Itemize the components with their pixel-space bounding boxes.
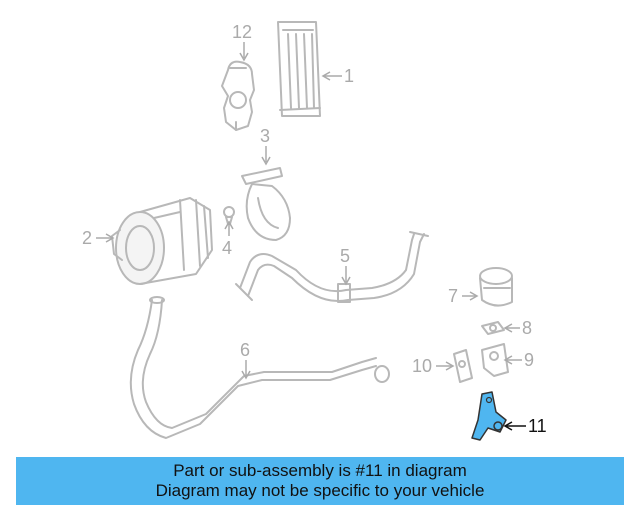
leader-10-arrow (445, 361, 455, 371)
parts-diagram: 12 1 3 4 2 (82, 21, 547, 441)
callout-10: 10 (412, 356, 432, 376)
callout-7: 7 (448, 286, 458, 306)
callout-8: 8 (522, 318, 532, 338)
leader-11-arrow (503, 421, 513, 431)
callout-4: 4 (222, 238, 232, 258)
part-12-valve (221, 60, 255, 131)
leader-2-arrow (105, 233, 115, 243)
leader-1-arrow (321, 71, 331, 81)
callout-5: 5 (340, 246, 350, 266)
part-3-bracket (241, 167, 291, 241)
part-8-gasket (481, 321, 505, 335)
callout-2: 2 (82, 228, 92, 248)
part-7-housing (479, 267, 513, 307)
banner-line-part: Part or sub-assembly is #11 in diagram (173, 461, 467, 480)
leader-6-arrow (241, 370, 251, 380)
callout-9: 9 (524, 350, 534, 370)
callout-6: 6 (240, 340, 250, 360)
part-6-hose (129, 296, 390, 439)
callout-12: 12 (232, 22, 252, 42)
part-5-hose (235, 231, 429, 303)
callout-11: 11 (528, 416, 547, 436)
part-11-bracket-highlighted (471, 391, 507, 441)
leader-5-arrow (341, 276, 351, 286)
leader-4-arrow (224, 220, 234, 230)
part-1-canister (277, 21, 321, 117)
banner-line-disclaimer: Diagram may not be specific to your vehi… (155, 481, 485, 500)
leader-7-arrow (469, 291, 479, 301)
info-banner: Part or sub-assembly is #11 in diagram D… (16, 457, 624, 505)
leader-3-arrow (261, 156, 271, 166)
leader-9-arrow (503, 355, 513, 365)
part-10-bracket (453, 349, 473, 383)
callout-1: 1 (344, 66, 354, 86)
callout-3: 3 (260, 126, 270, 146)
leader-12-arrow (239, 52, 249, 62)
leader-8-arrow (503, 323, 513, 333)
part-2-air-pump (111, 197, 213, 285)
part-9-flange (481, 343, 509, 377)
